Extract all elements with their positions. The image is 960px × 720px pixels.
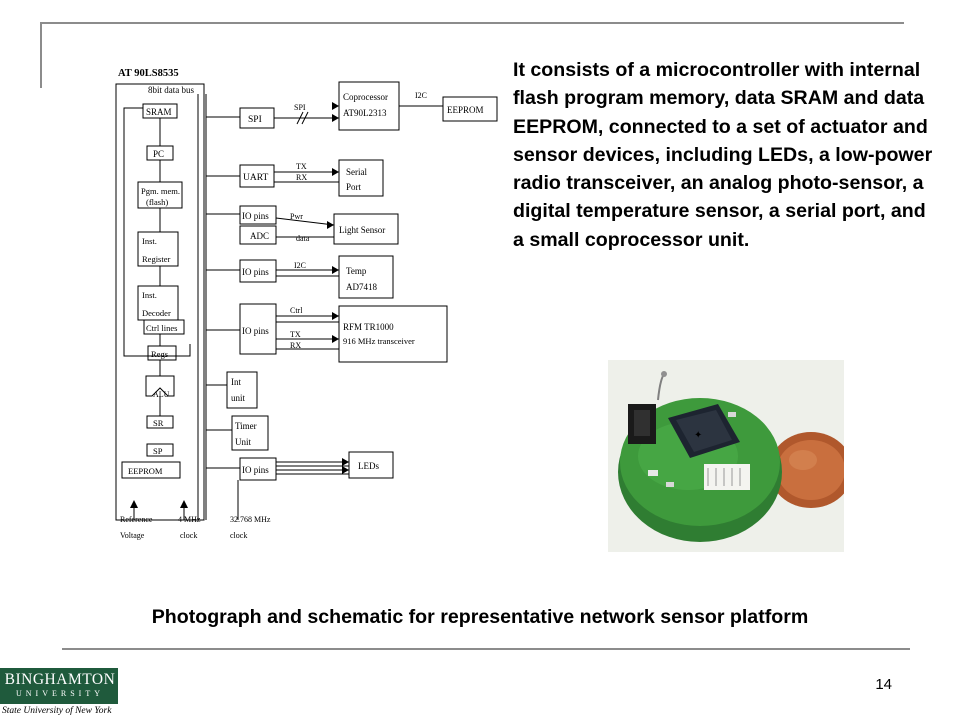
- inst-reg-label: Inst.: [142, 236, 157, 246]
- regs-label: Regs: [151, 349, 168, 359]
- left-rule: [40, 22, 42, 88]
- i2c-top-label: I2C: [415, 91, 427, 100]
- logo-tagline: State University of New York: [2, 706, 112, 716]
- eeprom-int-label: EEPROM: [128, 466, 163, 476]
- adc-label: ADC: [250, 231, 269, 241]
- rx-label: RX: [296, 173, 307, 182]
- logo-subtitle: UNIVERSITY: [16, 689, 104, 698]
- top-rule: [40, 22, 904, 24]
- clock-4mhz-label-1: 4 MHz: [178, 515, 201, 524]
- serial-label-1: Serial: [346, 167, 367, 177]
- int-unit-label-1: Int: [231, 377, 241, 387]
- clock-32mhz-label-2: clock: [230, 531, 247, 540]
- leds-label: LEDs: [358, 461, 379, 471]
- serial-label-2: Port: [346, 182, 362, 192]
- rx2-label: RX: [290, 341, 301, 350]
- radio-label-1: RFM TR1000: [343, 322, 394, 332]
- bottom-rule: [62, 648, 910, 650]
- schematic-diagram: AT 90LS8535 8bit data bus SRAM PC Pgm. m…: [115, 68, 498, 540]
- register-label: Register: [142, 254, 170, 264]
- slide-number: 14: [875, 676, 892, 693]
- uart-label: UART: [243, 173, 268, 183]
- pwr-label: Pwr: [290, 212, 303, 221]
- ctrl-lines-label: Ctrl lines: [146, 323, 177, 333]
- light-sensor-label: Light Sensor: [339, 225, 385, 235]
- bus-label: 8bit data bus: [148, 85, 194, 95]
- logo-name: BINGHAMTON: [4, 671, 116, 688]
- io-pins-1-label: IO pins: [242, 211, 269, 221]
- sensor-board-photo: ✦: [608, 360, 844, 552]
- io-pins-2-label: IO pins: [242, 267, 269, 277]
- chip-outline: [115, 83, 205, 521]
- io-pins-3-label: IO pins: [242, 326, 269, 336]
- pgm-mem-label: Pgm. mem.: [141, 186, 180, 196]
- clock-32mhz-label-1: 32.768 MHz: [230, 515, 271, 524]
- ctrl-label: Ctrl: [290, 306, 303, 315]
- sr-label: SR: [153, 418, 164, 428]
- radio-label-2: 916 MHz transceiver: [343, 336, 415, 346]
- pc-label: PC: [153, 149, 164, 159]
- i2c-label: I2C: [294, 261, 306, 270]
- decoder-label: Decoder: [142, 308, 171, 318]
- timer-unit-label-2: Unit: [235, 437, 252, 447]
- university-logo: BINGHAMTON UNIVERSITY State University o…: [0, 668, 120, 720]
- logo-box: BINGHAMTON UNIVERSITY: [0, 668, 118, 704]
- chip-label: AT 90LS8535: [118, 68, 179, 79]
- temp-label-1: Temp: [346, 266, 367, 276]
- ref-voltage-label-1: Reference: [120, 515, 153, 524]
- data-label: data: [296, 234, 310, 243]
- spi-signal-label: SPI: [294, 103, 306, 112]
- tx2-label: TX: [290, 330, 301, 339]
- coproc-label-2: AT90L2313: [343, 108, 387, 118]
- temp-label-2: AD7418: [346, 282, 377, 292]
- clock-4mhz-label-2: clock: [180, 531, 197, 540]
- int-unit-label-2: unit: [231, 393, 246, 403]
- svg-text:✦: ✦: [694, 430, 702, 441]
- eeprom-ext-label: EEPROM: [447, 105, 484, 115]
- ref-voltage-label-2: Voltage: [120, 531, 145, 540]
- tx-label: TX: [296, 162, 307, 171]
- inst-dec-label: Inst.: [142, 290, 157, 300]
- alu-label: ALU: [153, 390, 170, 399]
- flash-label: (flash): [146, 197, 168, 207]
- coproc-label-1: Coprocessor: [343, 92, 388, 102]
- spi-port-label: SPI: [248, 115, 262, 125]
- figure-caption: Photograph and schematic for representat…: [151, 606, 809, 628]
- timer-unit-label-1: Timer: [235, 421, 257, 431]
- description-text: It consists of a microcontroller with in…: [513, 59, 933, 251]
- io-pins-4-label: IO pins: [242, 465, 269, 475]
- sram-label: SRAM: [146, 107, 172, 117]
- sp-label: SP: [153, 446, 163, 456]
